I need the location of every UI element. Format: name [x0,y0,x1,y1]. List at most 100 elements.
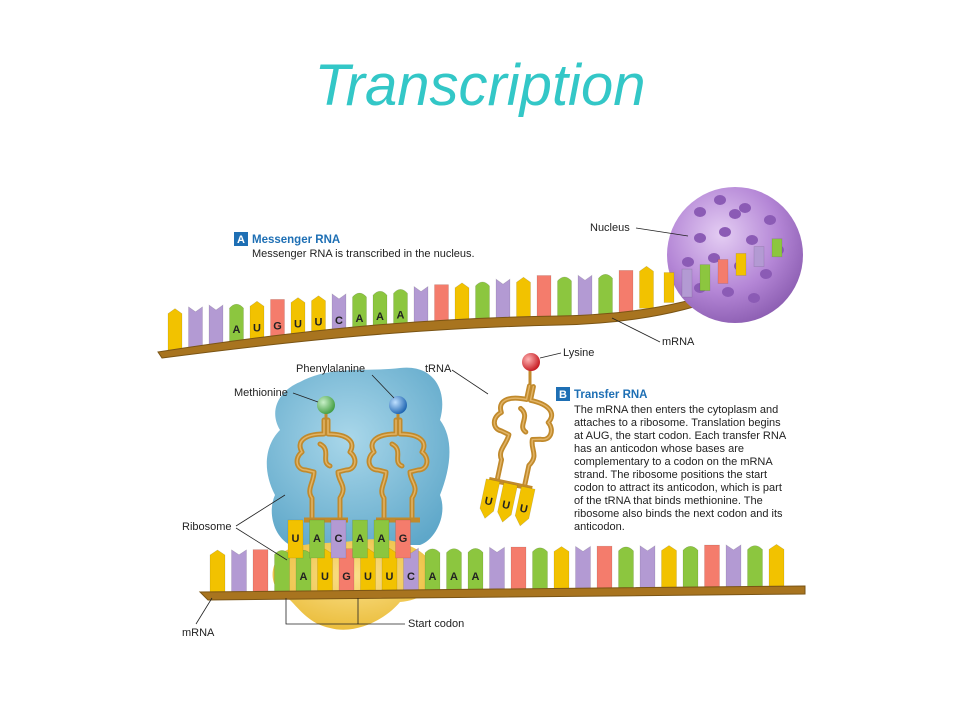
pore [714,195,726,205]
pore [722,287,734,297]
bottom-mrna-nucleotides [209,544,785,593]
base-letter: C [335,315,343,327]
nucleotide [536,275,552,318]
anticodon-base [352,519,368,559]
section-b-line: ribosome also binds the next codon and i… [574,508,783,520]
ribosome-label: Ribosome [182,521,232,533]
nucleotide [618,546,634,589]
base-letter: A [233,324,241,336]
free-anticodon-letter: U [483,495,493,508]
nucleotide [661,545,677,588]
lysine-ball [522,353,540,371]
base-letter: G [273,320,282,332]
anticodon-letter: A [356,533,364,545]
nucleotide [735,253,747,276]
base-letter: A [472,571,480,583]
nucleotide [252,549,269,592]
nucleotide [639,265,654,309]
nucleotide [598,274,613,316]
nucleus [667,187,803,323]
section-b-line: of the tRNA that binds methionine. The [574,495,763,507]
base-letter: U [253,322,261,334]
nucleotide [747,545,763,587]
phenylalanine-label: Phenylalanine [296,363,365,375]
nucleotide [639,545,656,588]
base-letter: A [300,571,308,583]
section-a-badge [234,232,248,246]
nucleotide [681,268,693,298]
nucleotide [209,549,226,593]
mrna-exiting-nucleus [663,238,783,303]
pore [746,235,758,245]
anticodon-base [287,519,304,559]
nucleotide [577,274,593,318]
section-b-badge [556,387,570,401]
nucleotide [575,545,591,589]
section-b-line: has an anticodon whose bases are [574,443,744,455]
trna-highlight [296,419,356,521]
nucleotide [768,544,785,587]
nucleotide [446,548,462,590]
methionine-label: Methionine [234,387,288,399]
mrna-top-label: mRNA [662,336,695,348]
pore [739,203,751,213]
nucleotide [717,259,729,284]
section-b-line: codon to attract its anticodon, which is… [574,482,782,494]
anticodon-base [373,519,390,559]
phenylalanine-ball [389,396,407,414]
bottom-mrna-backbone [198,585,806,601]
base-letter: U [364,571,372,583]
free-anticodon-letter: U [519,503,529,516]
section-b-line: The mRNA then enters the cytoplasm and [574,404,778,416]
nucleus-label: Nucleus [590,222,630,234]
trna-highlight [368,419,428,521]
mrna-bottom-label: mRNA [182,627,215,639]
nucleotide [510,546,527,590]
section-b-caption: B Transfer RNA The mRNA then enters the … [556,387,787,533]
section-b-line: strand. The ribosome positions the start [574,469,767,481]
pore [748,293,760,303]
anticodon-base [395,519,411,559]
base-letter: U [294,319,302,331]
trna-label: tRNA [425,363,452,375]
base-letter: U [321,571,329,583]
section-a-badge-letter: A [237,234,245,246]
pore [764,215,776,225]
base-letter: U [386,571,394,583]
anticodon-letter: G [399,533,408,545]
section-b-line: anticodon. [574,521,625,533]
lysine-label: Lysine [563,347,594,359]
anticodon-letter: A [313,533,321,545]
nucleotide [699,264,711,291]
section-a-text: Messenger RNA is transcribed in the nucl… [252,248,475,260]
nucleotide [663,272,675,303]
base-letter: A [376,311,384,323]
nucleotide [229,303,244,346]
free-anticodon-letter: U [501,499,511,512]
start-codon-label: Start codon [408,618,464,630]
section-a-caption: A Messenger RNA Messenger RNA is transcr… [234,232,475,260]
free-anticodon-base [479,478,501,519]
pore [760,269,772,279]
anticodon-letter: A [378,533,386,545]
nucleotide [372,290,388,333]
nucleotide [424,548,441,591]
pore [694,233,706,243]
free-anticodon-base [497,482,518,523]
section-a-heading: Messenger RNA [252,234,340,246]
nucleotide [553,546,570,589]
nucleotide [682,545,699,588]
nucleotide [557,276,572,319]
ribosome-large-subunit [266,367,450,545]
anticodon-base [330,519,347,559]
pore [708,253,720,263]
nucleotide [704,544,720,588]
page-title: Transcription [314,53,646,118]
nucleotide [231,549,247,593]
nucleotide [467,548,484,590]
